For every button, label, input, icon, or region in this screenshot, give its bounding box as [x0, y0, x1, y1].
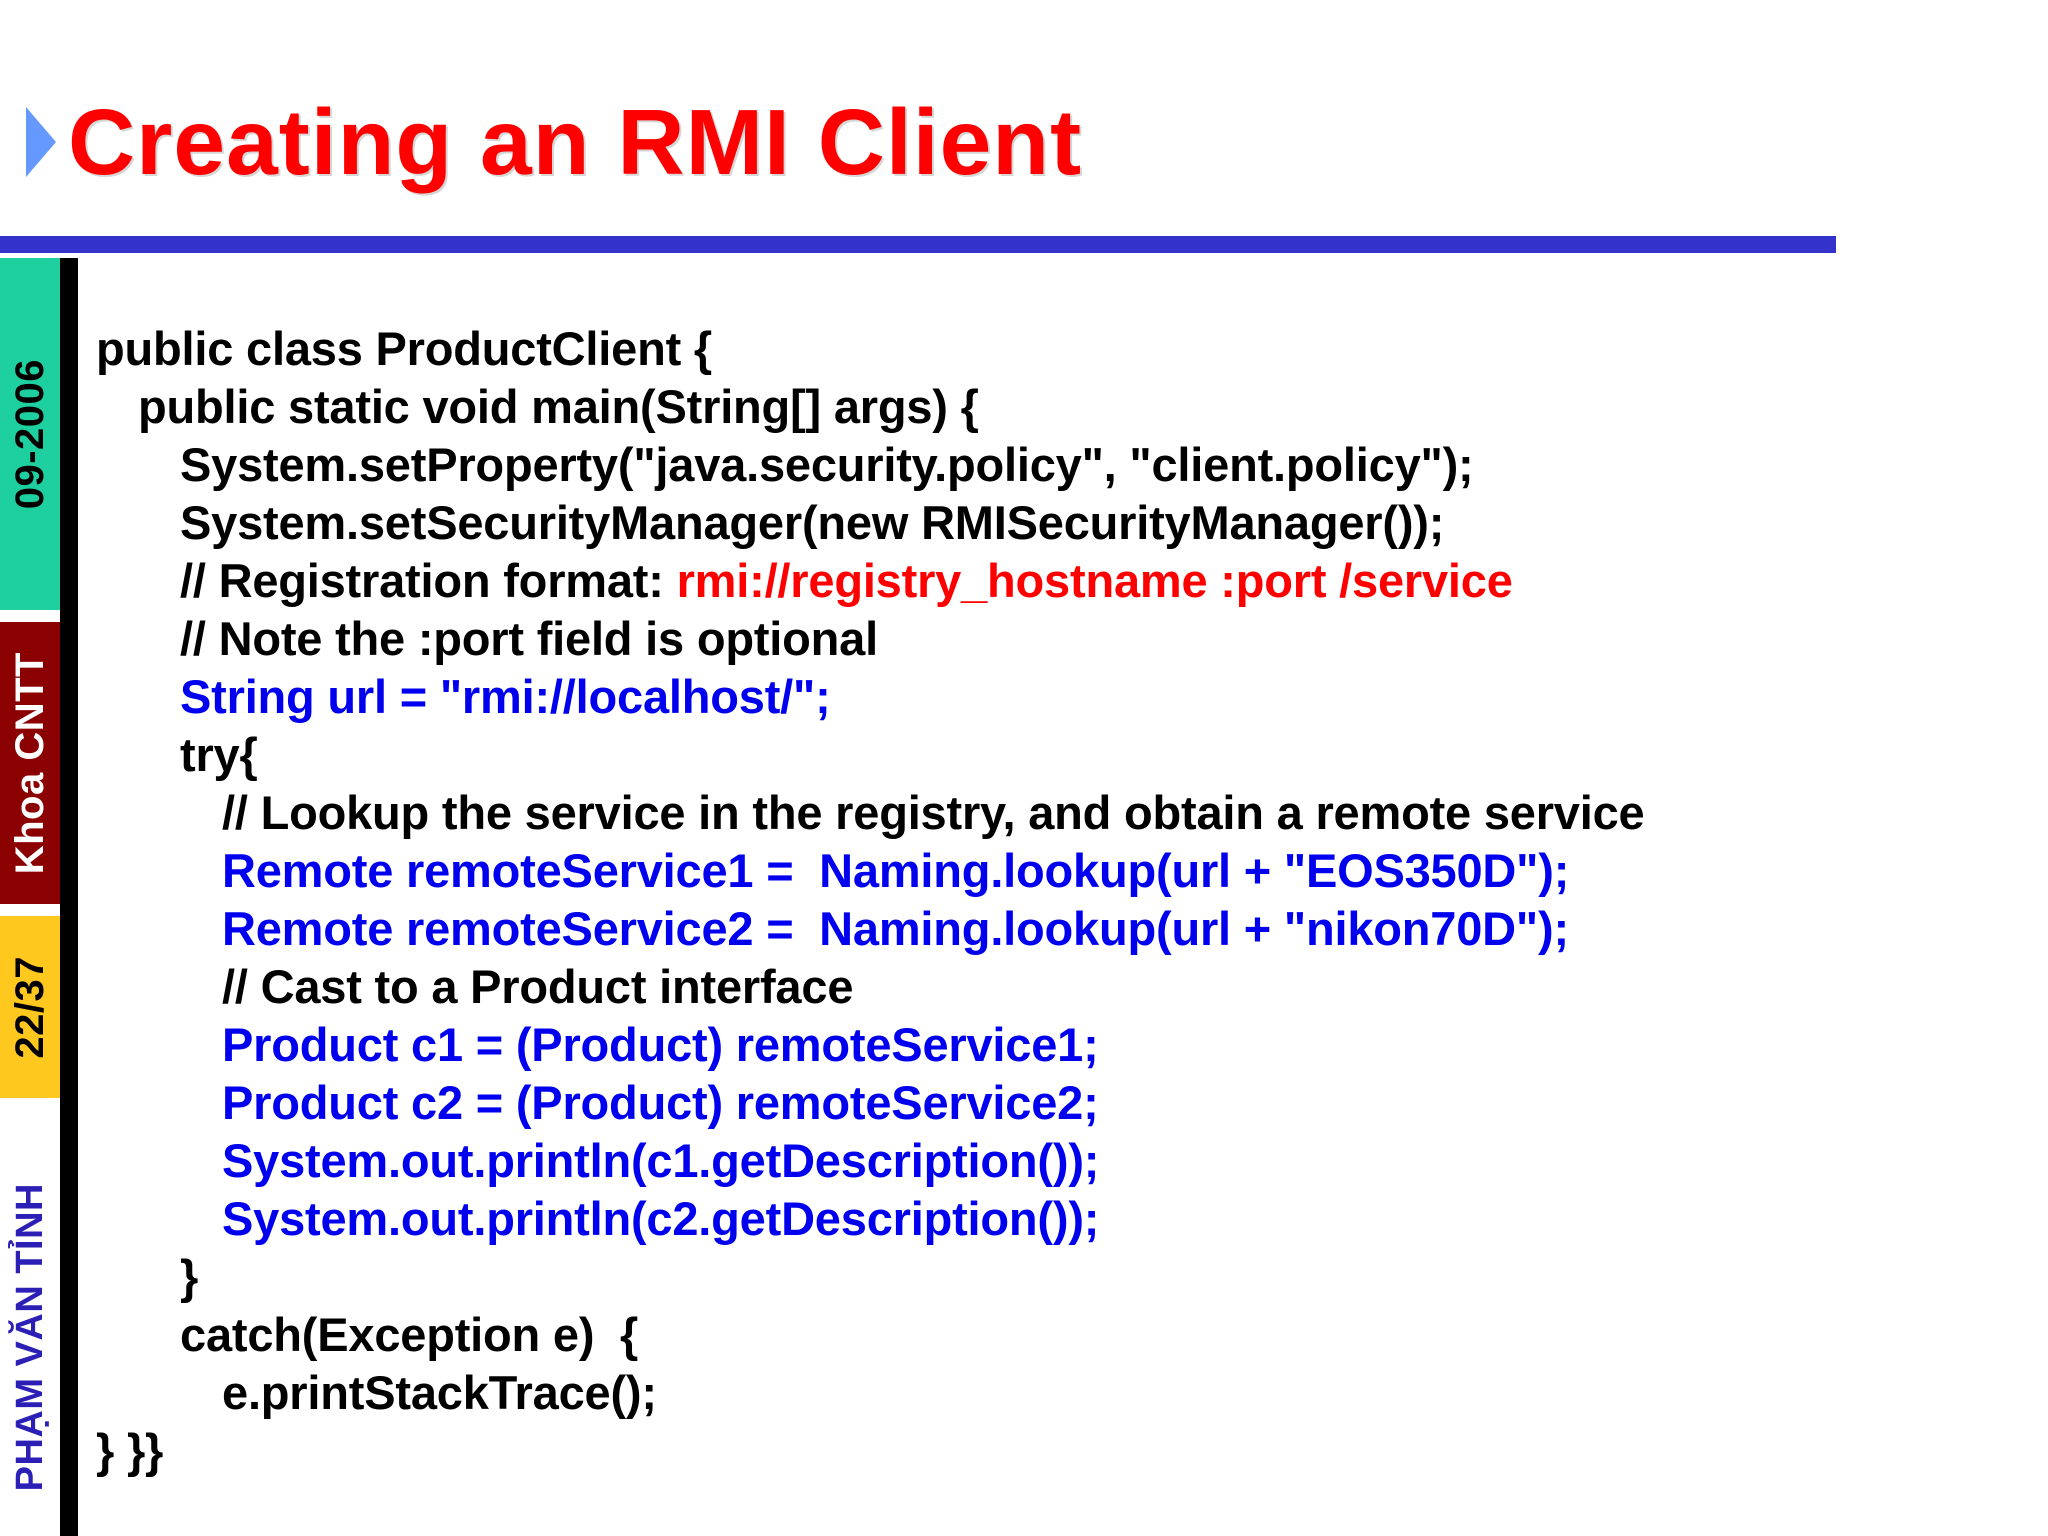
- code-line: } }}: [96, 1422, 2026, 1480]
- sidebar-author-label: PHẠM VĂN TỈNH: [8, 1182, 51, 1492]
- sidebar-item-faculty: Khoa CNTT: [0, 622, 60, 904]
- code-line: String url = "rmi://localhost/";: [96, 668, 2026, 726]
- code-line: System.setSecurityManager(new RMISecurit…: [96, 494, 2026, 552]
- sidebar-date-label: 09-2006: [7, 358, 52, 510]
- code-span-black: } }}: [96, 1424, 164, 1477]
- title-divider-rule: [0, 236, 1836, 253]
- sidebar-faculty-label: Khoa CNTT: [7, 651, 52, 875]
- code-line: try{: [96, 726, 2026, 784]
- code-span-blue: String url = "rmi://localhost/";: [180, 670, 831, 723]
- code-span-black: }: [180, 1250, 199, 1303]
- code-line: public static void main(String[] args) {: [96, 378, 2026, 436]
- code-span-black: System.setSecurityManager(new RMISecurit…: [180, 496, 1445, 549]
- code-line: // Lookup the service in the registry, a…: [96, 784, 2026, 842]
- code-line: Product c2 = (Product) remoteService2;: [96, 1074, 2026, 1132]
- code-span-black: // Note the :port field is optional: [180, 612, 878, 665]
- code-line: Remote remoteService2 = Naming.lookup(ur…: [96, 900, 2026, 958]
- code-listing: public class ProductClient {public stati…: [96, 320, 2026, 1480]
- code-span-black: e.printStackTrace();: [222, 1366, 657, 1419]
- triangle-right-icon: [26, 107, 56, 177]
- code-span-blue: Product c1 = (Product) remoteService1;: [222, 1018, 1099, 1071]
- code-span-blue: Product c2 = (Product) remoteService2;: [222, 1076, 1099, 1129]
- code-line: Product c1 = (Product) remoteService1;: [96, 1016, 2026, 1074]
- sidebar-item-date: 09-2006: [0, 258, 60, 610]
- code-line: catch(Exception e) {: [96, 1306, 2026, 1364]
- code-span-red: rmi://registry_hostname :port /service: [676, 554, 1513, 607]
- code-span-black: // Cast to a Product interface: [222, 960, 854, 1013]
- code-line: System.out.println(c2.getDescription());: [96, 1190, 2026, 1248]
- sidebar-black-rail: [60, 258, 78, 1536]
- page-title: Creating an RMI Client: [68, 89, 1083, 194]
- sidebar-item-author: PHẠM VĂN TỈNH: [0, 1138, 60, 1536]
- code-span-black: // Registration format:: [180, 554, 677, 607]
- code-line: System.out.println(c1.getDescription());: [96, 1132, 2026, 1190]
- code-span-black: public static void main(String[] args) {: [138, 380, 979, 433]
- code-line: Remote remoteService1 = Naming.lookup(ur…: [96, 842, 2026, 900]
- code-span-black: System.setProperty("java.security.policy…: [180, 438, 1474, 491]
- code-span-black: catch(Exception e) {: [180, 1308, 639, 1361]
- code-span-blue: System.out.println(c2.getDescription());: [222, 1192, 1100, 1245]
- code-line: // Registration format: rmi://registry_h…: [96, 552, 2026, 610]
- code-span-blue: System.out.println(c1.getDescription());: [222, 1134, 1100, 1187]
- code-line: // Cast to a Product interface: [96, 958, 2026, 1016]
- sidebar-item-page-number: 22/37: [0, 916, 60, 1098]
- code-line: }: [96, 1248, 2026, 1306]
- code-span-black: // Lookup the service in the registry, a…: [222, 786, 1645, 839]
- code-span-black: public class ProductClient {: [96, 322, 712, 375]
- sidebar: 09-2006 Khoa CNTT 22/37 PHẠM VĂN TỈNH: [0, 258, 78, 1536]
- code-span-blue: Remote remoteService1 = Naming.lookup(ur…: [222, 844, 1570, 897]
- code-span-black: try{: [180, 728, 258, 781]
- slide-title-area: Creating an RMI Client: [0, 72, 2048, 212]
- code-span-blue: Remote remoteService2 = Naming.lookup(ur…: [222, 902, 1569, 955]
- code-line: // Note the :port field is optional: [96, 610, 2026, 668]
- code-line: public class ProductClient {: [96, 320, 2026, 378]
- code-line: System.setProperty("java.security.policy…: [96, 436, 2026, 494]
- sidebar-page-label: 22/37: [7, 955, 52, 1059]
- code-line: e.printStackTrace();: [96, 1364, 2026, 1422]
